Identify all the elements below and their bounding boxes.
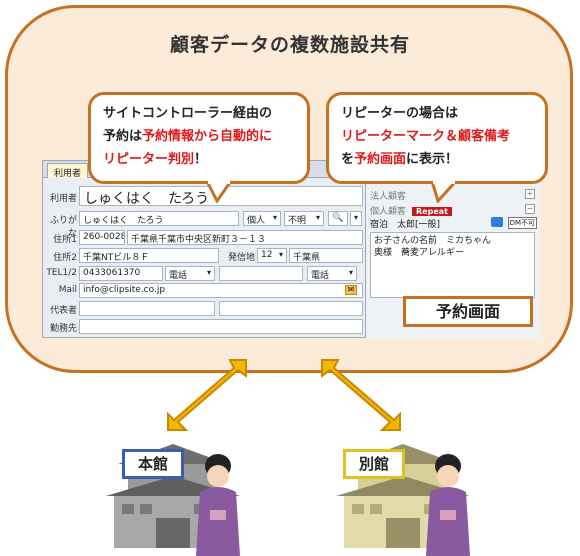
origin-pref-field[interactable]: 千葉県 xyxy=(289,248,363,263)
corp-header-label: 法人顧客 xyxy=(370,192,407,202)
building-label-annex: 別館 xyxy=(343,449,405,479)
label-tel: TEL1/2 xyxy=(46,268,77,278)
search-icon[interactable]: 🔍 xyxy=(328,211,348,226)
tel2-field[interactable] xyxy=(219,266,303,281)
staff-person-left-icon xyxy=(196,454,240,556)
bubble-right-line2: リピーターマーク＆顧客備考 xyxy=(341,129,511,144)
memo-line1: お子さんの名前 ミカちゃん xyxy=(374,236,492,246)
zip-field[interactable]: 260-0028 xyxy=(79,230,125,245)
label-addr1: 住所1 xyxy=(53,235,77,245)
tab-user[interactable]: 利用者 xyxy=(47,163,89,179)
bubble-right-suffix: に表示！ xyxy=(406,152,459,167)
corp-header: 法人顧客 + xyxy=(370,189,537,202)
bubble-left-prefix: 予約は xyxy=(103,129,143,144)
rep-field-2[interactable] xyxy=(219,301,363,316)
bubble-left-suffix: ！ xyxy=(194,152,208,167)
label-origin: 発信地 xyxy=(227,253,255,263)
label-addr2: 住所2 xyxy=(53,253,77,263)
guest-row: 宿泊 太郎[一般] DM不可 xyxy=(370,217,537,230)
kana-field[interactable]: しゅくはく たろう xyxy=(79,211,239,226)
speech-bubble-right: リピーターの場合は リピーターマーク＆顧客備考 を予約画面に表示！ xyxy=(326,92,548,184)
label-work: 勤務先 xyxy=(49,324,77,334)
bubble-left-red: 予約情報から自動的に xyxy=(142,129,273,144)
tel-type1-select[interactable]: 電話 xyxy=(165,266,215,281)
bubble-right-line3: を予約画面に表示！ xyxy=(341,148,533,171)
repeat-badge: Repeat xyxy=(412,207,452,216)
mail-field[interactable]: info@clipsite.co.jp xyxy=(79,283,363,298)
bubble-left-line1: サイトコントローラー経由の xyxy=(103,106,273,121)
address2-field[interactable]: 千葉NTビル８Ｆ xyxy=(79,248,219,263)
label-rep: 代表者 xyxy=(49,306,77,316)
address1-field[interactable]: 千葉県千葉市中央区新町３－１３ xyxy=(127,230,363,245)
bubble-left-tail xyxy=(205,181,233,203)
chat-icon[interactable] xyxy=(491,217,503,227)
bubble-left-line3: リピーター判別！ xyxy=(103,148,295,171)
work-field[interactable] xyxy=(79,319,363,334)
label-kana: ふりがな xyxy=(49,216,77,239)
bubble-left-red2: リピーター判別 xyxy=(103,152,195,167)
type-select[interactable]: 個人 xyxy=(243,211,281,226)
expand-icon[interactable]: + xyxy=(525,189,535,199)
collapse-icon[interactable]: − xyxy=(525,204,535,214)
bubble-right-red: 予約画面 xyxy=(354,152,407,167)
speech-bubble-left: サイトコントローラー経由の 予約は予約情報から自動的に リピーター判別！ xyxy=(88,92,310,184)
tel1-field[interactable]: 0433061370 xyxy=(79,266,163,281)
label-user: 利用者 xyxy=(49,194,77,204)
origin-select[interactable]: 12 xyxy=(257,248,287,263)
bubble-left-line2: 予約は予約情報から自動的に xyxy=(103,125,295,148)
staff-person-right-icon xyxy=(426,454,470,556)
memo-area[interactable]: お子さんの名前 ミカちゃん 奥様 蕎麦アレルギー xyxy=(370,232,535,298)
sync-arrow-left-icon xyxy=(167,359,247,431)
tel-type2-select[interactable]: 電話 xyxy=(307,266,357,281)
sync-arrow-right-icon xyxy=(321,359,401,431)
mail-icon[interactable]: ✉ xyxy=(345,285,357,295)
personal-header-label: 個人顧客 xyxy=(370,207,407,217)
dm-badge: DM不可 xyxy=(507,217,537,229)
personal-header: 個人顧客 Repeat − xyxy=(370,204,537,217)
page-title: 顧客データの複数施設共有 xyxy=(169,34,410,56)
label-mail: Mail xyxy=(58,285,77,295)
bubble-right-tail xyxy=(430,181,458,203)
search-dropdown[interactable] xyxy=(350,211,362,226)
bubble-right-line1: リピーターの場合は xyxy=(341,106,459,121)
memo-line2: 奥様 蕎麦アレルギー xyxy=(374,248,465,258)
screen-label: 予約画面 xyxy=(403,296,533,327)
guest-name: 宿泊 太郎[一般] xyxy=(370,220,441,230)
bubble-right-prefix: を xyxy=(341,152,355,167)
gender-select[interactable]: 不明 xyxy=(284,211,324,226)
rep-field[interactable] xyxy=(79,301,215,316)
building-label-main: 本館 xyxy=(122,449,184,479)
